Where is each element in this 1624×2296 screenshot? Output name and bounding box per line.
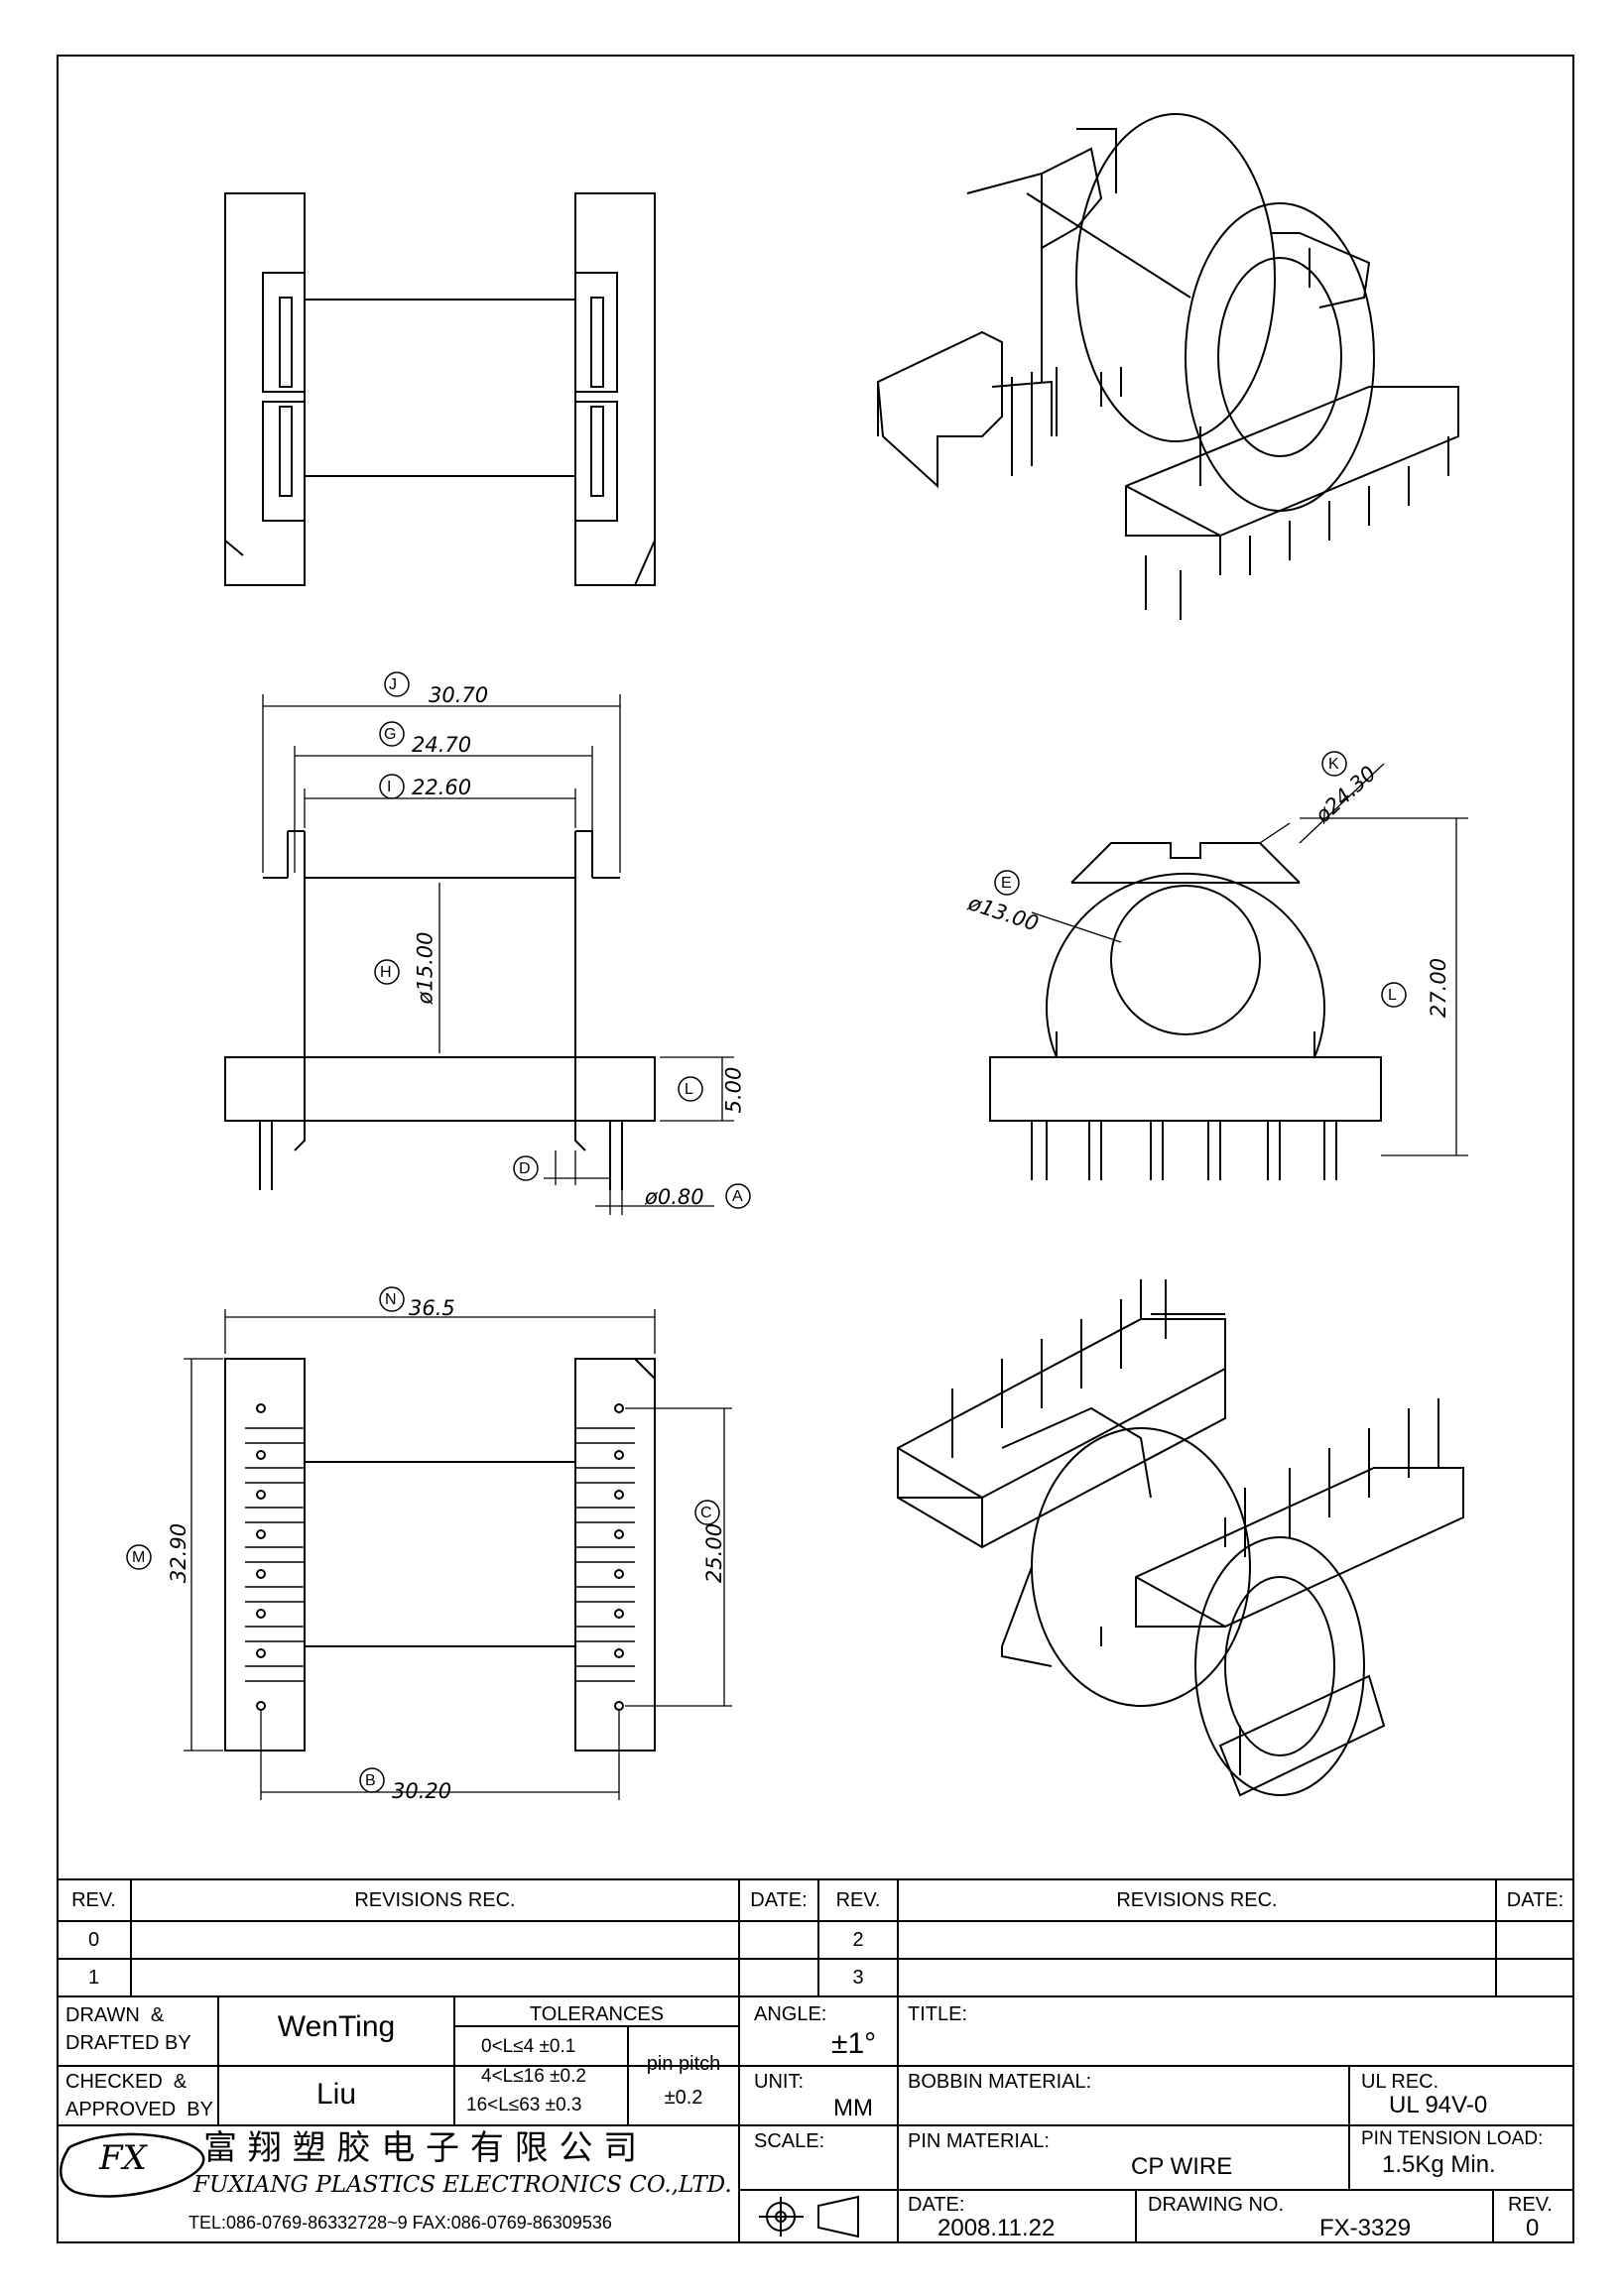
rev-value: 0 <box>1526 2215 1540 2241</box>
tolerances-label: TOLERANCES <box>529 2003 665 2025</box>
company-name-cn: 富 翔 塑 胶 电 子 有 限 公 司 <box>203 2128 638 2168</box>
drawing-no-label: DRAWING NO. <box>1148 2194 1285 2216</box>
callout-circles <box>126 671 1407 1793</box>
revisions-header-left: REVISIONS REC. <box>354 1889 516 1911</box>
callout-D: D <box>519 1160 531 1177</box>
side-view <box>989 763 1468 1180</box>
callout-L-front: L <box>685 1081 693 1098</box>
isometric-view-top <box>876 113 1459 620</box>
dim-I-value: 22.60 <box>412 776 472 799</box>
drawn-value: WenTing <box>277 2010 396 2043</box>
isometric-view-bottom <box>897 1279 1464 1797</box>
pin-pitch-value: ±0.2 <box>664 2087 703 2109</box>
tol-row-2: 4<L≤16 ±0.2 <box>481 2066 586 2087</box>
bobbin-material-label: BOBBIN MATERIAL: <box>908 2071 1092 2093</box>
callout-L-side: L <box>1388 987 1397 1004</box>
unit-value: MM <box>833 2095 873 2121</box>
title-block-grid <box>57 1878 1574 2243</box>
dim-J-value: 30.70 <box>429 683 489 707</box>
callout-M: M <box>132 1549 146 1566</box>
rev-row-2: 2 <box>852 1929 864 1951</box>
date-label: DATE: <box>908 2194 965 2216</box>
pin-pitch-label: pin pitch <box>646 2053 721 2075</box>
rev-label: REV. <box>1508 2194 1553 2216</box>
dim-N-value: 36.5 <box>409 1296 455 1320</box>
rev-row-1: 1 <box>87 1967 100 1989</box>
drawn-label: DRAWN & DRAFTED BY <box>65 2004 191 2054</box>
company-contact: TEL:086-0769-86332728~9 FAX:086-0769-863… <box>188 2213 612 2233</box>
callout-C: C <box>700 1505 712 1521</box>
top-view <box>224 192 656 586</box>
callout-N: N <box>385 1291 397 1308</box>
date-header-left: DATE: <box>750 1889 808 1911</box>
rev-header-left: REV. <box>71 1889 116 1911</box>
pin-material-value: CP WIRE <box>1131 2153 1233 2180</box>
callout-K: K <box>1328 756 1339 773</box>
scale-label: SCALE: <box>754 2130 825 2152</box>
drawing-no-value: FX-3329 <box>1319 2215 1412 2241</box>
front-view <box>224 694 734 1215</box>
company-logo: FX <box>99 2138 147 2178</box>
drawing-frame <box>57 55 1574 2243</box>
tol-row-3: 16<L≤63 ±0.3 <box>466 2095 582 2115</box>
company-name-en: FUXIANG PLASTICS ELECTRONICS CO.,LTD. <box>193 2172 732 2198</box>
unit-label: UNIT: <box>754 2071 804 2093</box>
rev-header-right: REV. <box>835 1889 881 1911</box>
callout-I: I <box>387 779 392 795</box>
ul-rec-label: UL REC. <box>1361 2071 1439 2093</box>
checked-value: Liu <box>315 2078 357 2111</box>
angle-label: ANGLE: <box>754 2003 827 2025</box>
pin-tension-value: 1.5Kg Min. <box>1382 2151 1496 2178</box>
tol-row-1: 0<L≤4 ±0.1 <box>481 2036 576 2057</box>
rev-row-0: 0 <box>87 1929 100 1951</box>
date-header-right: DATE: <box>1506 1889 1564 1911</box>
pin-material-label: PIN MATERIAL: <box>908 2130 1050 2152</box>
dim-M-value: 32.90 <box>167 1522 191 1584</box>
callout-B: B <box>365 1772 376 1789</box>
pin-tension-label: PIN TENSION LOAD: <box>1361 2128 1544 2149</box>
rev-row-3: 3 <box>852 1967 864 1989</box>
dim-H-value: ø15.00 <box>413 931 437 1005</box>
callout-H: H <box>380 964 392 981</box>
checked-label: CHECKED & APPROVED BY <box>65 2071 213 2120</box>
dim-L5-value: 5.00 <box>721 1066 746 1114</box>
callout-J: J <box>389 676 397 693</box>
dim-C-value: 25.00 <box>702 1522 727 1584</box>
angle-value: ±1° <box>831 2027 877 2060</box>
title-label: TITLE: <box>908 2003 968 2025</box>
dim-G-value: 24.70 <box>412 733 472 757</box>
callout-E: E <box>1001 875 1012 892</box>
dim-pin-value: ø0.80 <box>645 1185 704 1209</box>
bottom-view <box>184 1309 732 1800</box>
callout-G: G <box>384 726 397 743</box>
callout-A: A <box>732 1188 743 1205</box>
dim-B-value: 30.20 <box>392 1779 452 1803</box>
date-value: 2008.11.22 <box>937 2215 1056 2241</box>
revisions-header-right: REVISIONS REC. <box>1116 1889 1278 1911</box>
ul-rec-value: UL 94V-0 <box>1389 2092 1488 2118</box>
dim-L27-value: 27.00 <box>1427 957 1451 1019</box>
